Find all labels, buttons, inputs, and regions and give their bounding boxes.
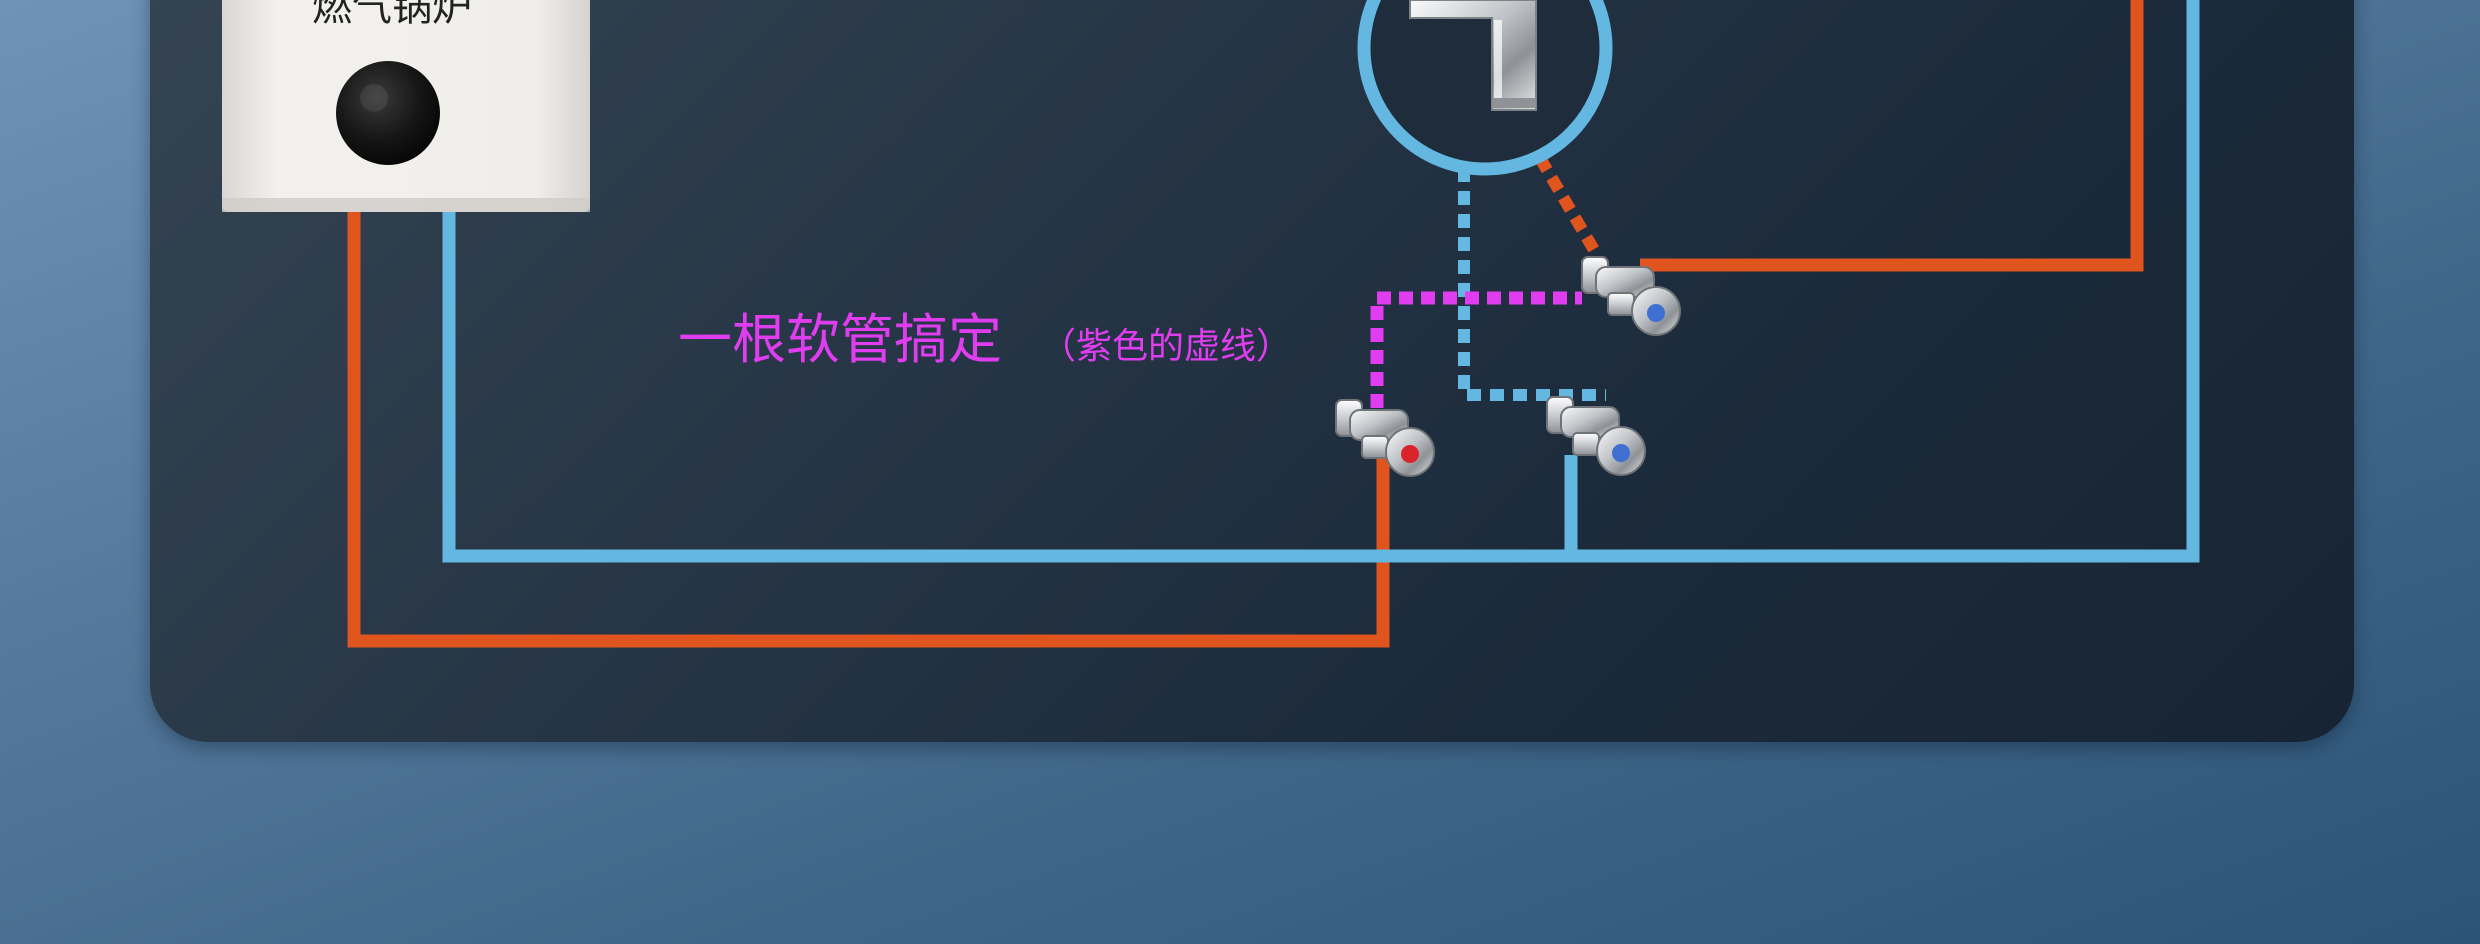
boiler-label: 燃气锅炉 (312, 0, 472, 30)
angle-valve-icon (1335, 399, 1435, 477)
annotation-main: 一根软管搞定 (678, 308, 1002, 371)
boiler-knob-icon (336, 61, 440, 165)
purple-hose-dashed (1370, 291, 1582, 408)
angle-valve-icon (1546, 396, 1646, 476)
faucet-node (1357, 0, 1613, 176)
gas-boiler: 燃气锅炉 (222, 0, 590, 212)
hot-water-pipe (347, 0, 2144, 648)
hot-hose-dashed (1534, 154, 1603, 259)
cold-hose-dashed (1458, 168, 1606, 401)
angle-valve-icon (1581, 256, 1681, 336)
cold-water-pipe (442, 0, 2200, 563)
annotation-note: （紫色的虚线） (1040, 326, 1292, 367)
faucet-icon (1409, 0, 1537, 111)
